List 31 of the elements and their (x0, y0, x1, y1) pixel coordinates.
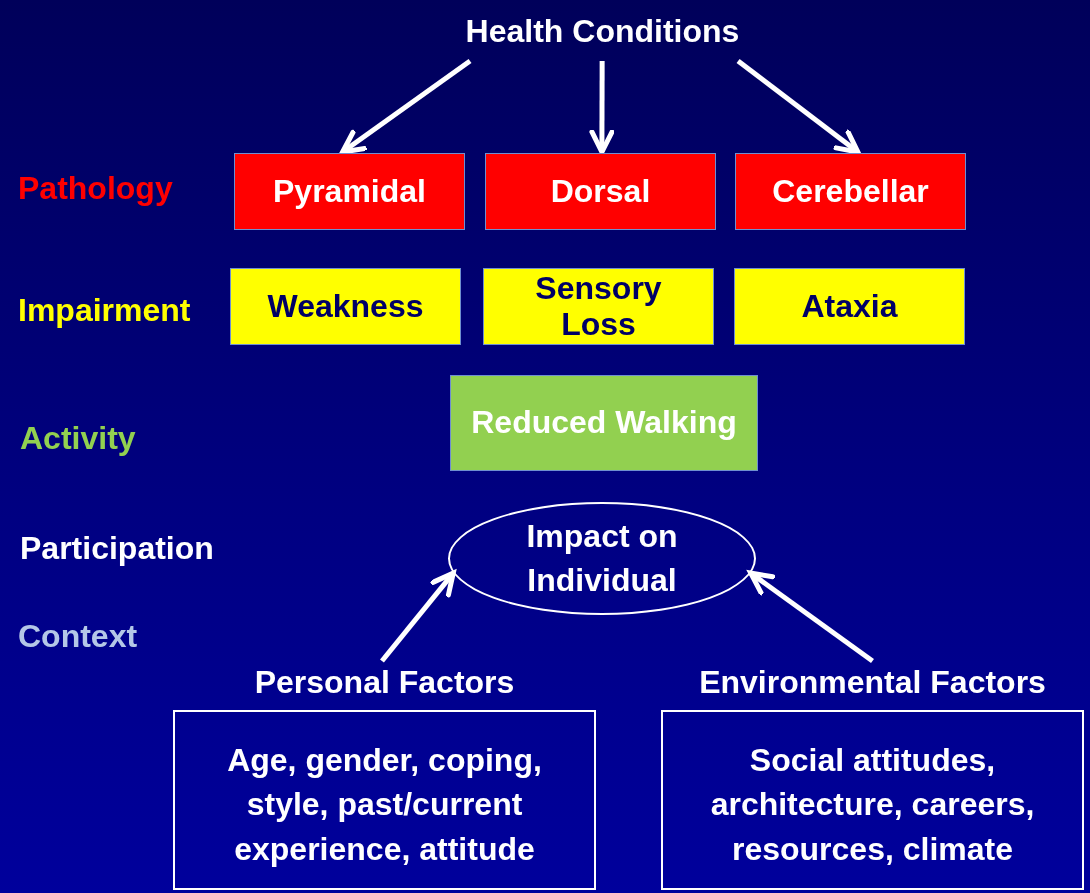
impairment-box (230, 268, 461, 345)
factor-heading: Personal Factors (254, 663, 515, 702)
activity-box (450, 375, 758, 471)
pathology-box (735, 153, 966, 230)
node-label: Weakness (267, 286, 424, 326)
arrow (589, 61, 615, 155)
node-label: Health Conditions (465, 12, 740, 52)
level-label: Impairment (18, 292, 191, 329)
arrow (748, 570, 874, 664)
node-label: Reduced Walking (471, 403, 737, 443)
node-label: Pyramidal (273, 171, 426, 211)
factor-text: Age, gender, coping, style, past/current experience, attitude (226, 740, 543, 870)
factor-heading: Environmental Factors (699, 663, 1046, 702)
arrow (340, 58, 472, 155)
level-label: Participation (20, 530, 214, 567)
node-label: Sensory Loss (534, 271, 663, 342)
factor-text: Social attitudes, architecture, careers, resources, climate (709, 740, 1036, 870)
impairment-box (734, 268, 965, 345)
participation-ellipse (448, 502, 756, 615)
pathology-box (485, 153, 716, 230)
level-label: Activity (20, 420, 136, 457)
arrow (380, 570, 456, 663)
pathology-box (234, 153, 465, 230)
node-label: Cerebellar (772, 171, 929, 211)
node-label: Ataxia (801, 286, 898, 326)
level-label: Pathology (18, 170, 173, 207)
node-label: Impact on Individual (525, 517, 679, 600)
node-label: Dorsal (550, 171, 651, 211)
impairment-box (483, 268, 714, 345)
level-label: Context (18, 618, 138, 655)
arrow (736, 59, 861, 155)
